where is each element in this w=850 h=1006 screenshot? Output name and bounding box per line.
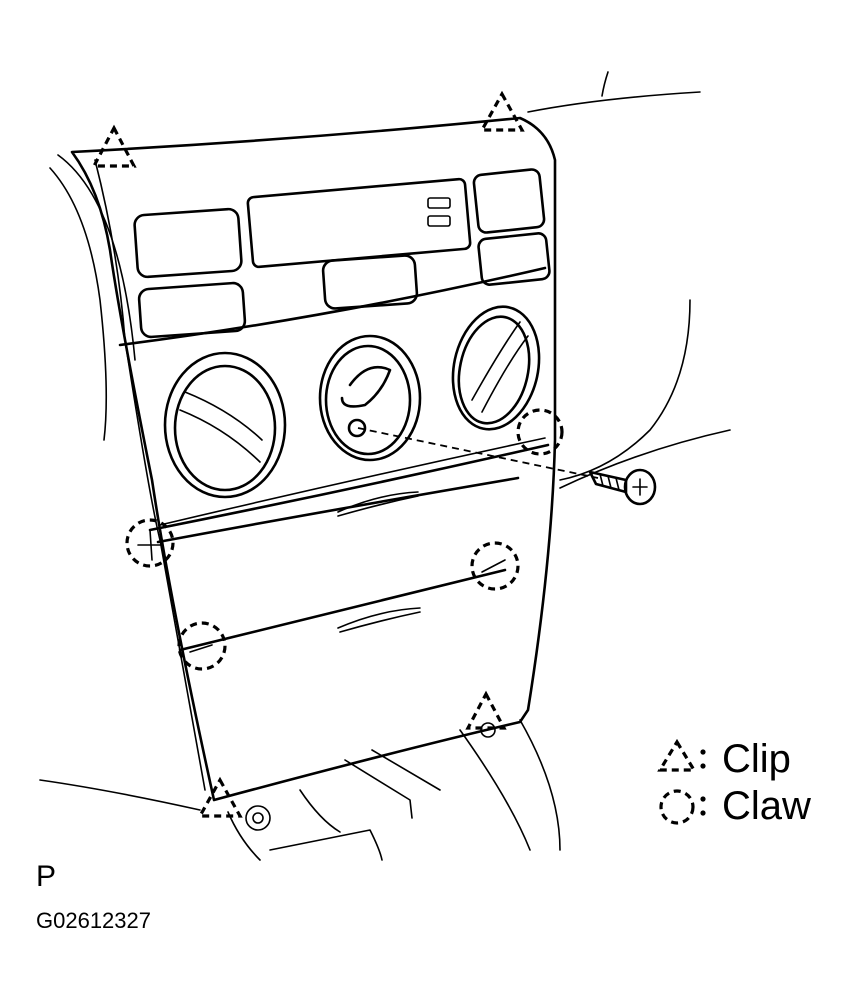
claw-legend-label: Claw: [722, 784, 811, 828]
legend-symbols: [657, 738, 706, 825]
clip-legend-label: Clip: [722, 737, 791, 781]
control-buttons: [133, 168, 551, 339]
claw-legend-icon: [659, 789, 695, 825]
floor-console: [227, 722, 496, 861]
view-marker: P: [36, 860, 57, 893]
screw: [357, 427, 657, 506]
claw-markers: [125, 408, 564, 671]
lower-pockets: [148, 437, 550, 652]
clip-legend-icon: [657, 738, 697, 772]
figure-code: G02612327: [36, 908, 151, 933]
center-panel: [70, 116, 557, 802]
clip-markers: [91, 90, 525, 818]
dashboard-outline: [39, 71, 731, 851]
vent-dials: [163, 305, 541, 499]
